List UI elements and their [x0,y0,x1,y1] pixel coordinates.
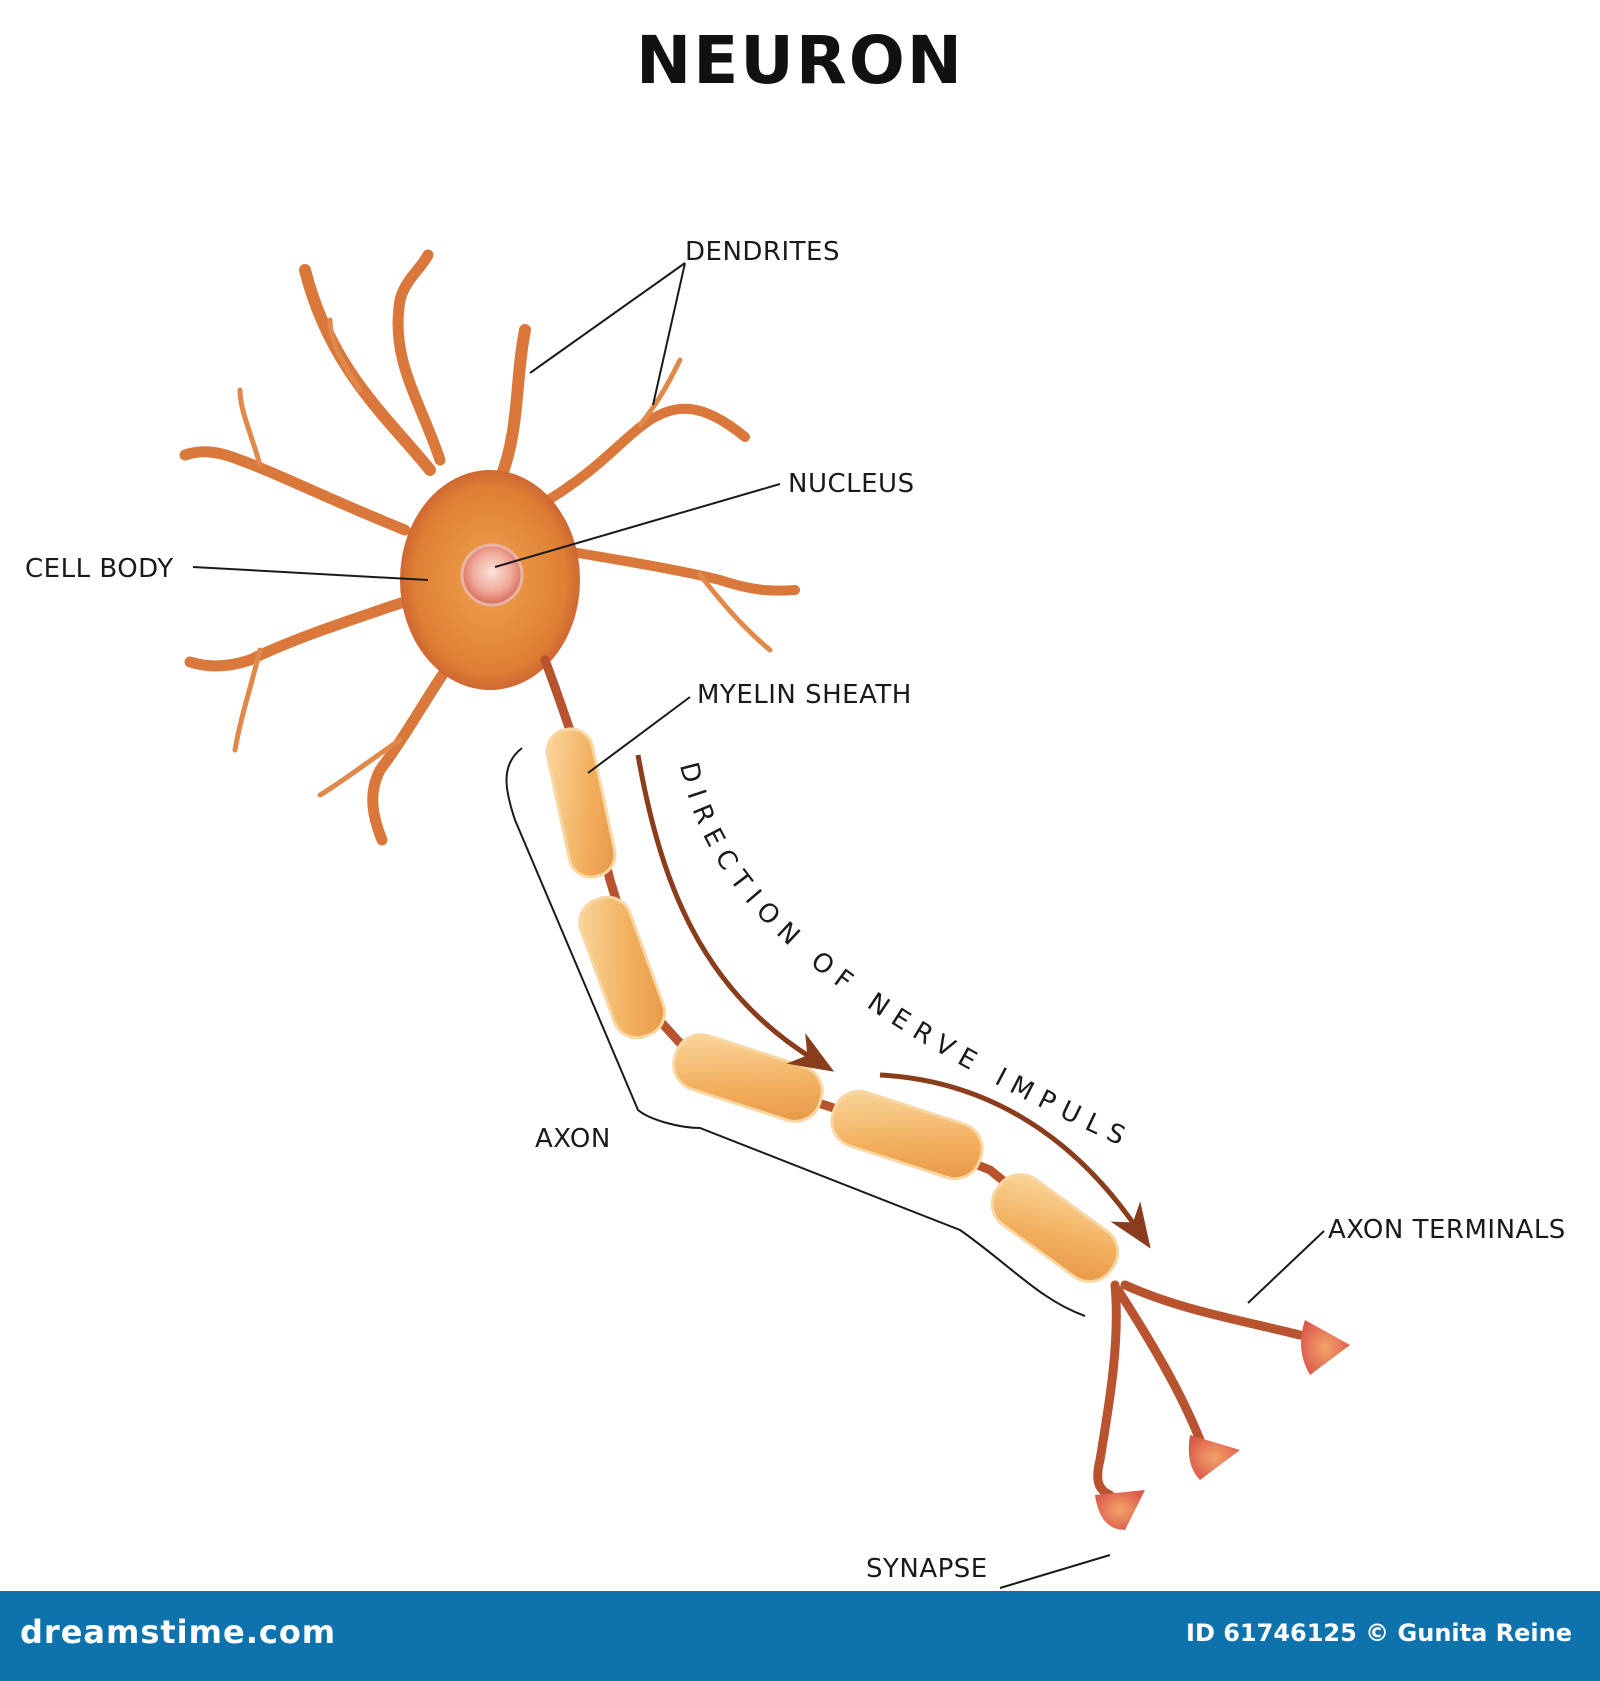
image-credit: ID 61746125 © Gunita Reine [1186,1619,1572,1647]
brand-logo[interactable]: dreamstime.com [20,1613,337,1651]
nucleus [460,543,524,607]
dendrites [179,249,800,846]
myelin-sheath-label: MYELIN SHEATH [697,680,912,710]
cell-body-label: CELL BODY [25,554,174,584]
page-title: NEURON [635,22,965,99]
myelin-sheath [545,727,1120,1283]
axon-bracket [505,747,1086,1317]
nucleus-label: NUCLEUS [788,469,915,499]
axon-terminals-label: AXON TERMINALS [1328,1215,1566,1245]
dendrites-label: DENDRITES [685,237,840,267]
direction-arrow-2 [879,1072,1151,1249]
footer-bar: dreamstime.com ID 61746125 © Gunita Rein… [0,1591,1600,1681]
direction-arrow-1 [635,754,835,1072]
synapse-bulbs [1095,1320,1350,1530]
synapse-label: SYNAPSE [866,1554,988,1584]
axon-label: AXON [535,1124,611,1154]
neuron-diagram: DIRECTION OF NERVE IMPULSE [0,0,1350,1589]
axon-terminals [1093,1280,1305,1500]
leader-lines [192,262,1325,1589]
